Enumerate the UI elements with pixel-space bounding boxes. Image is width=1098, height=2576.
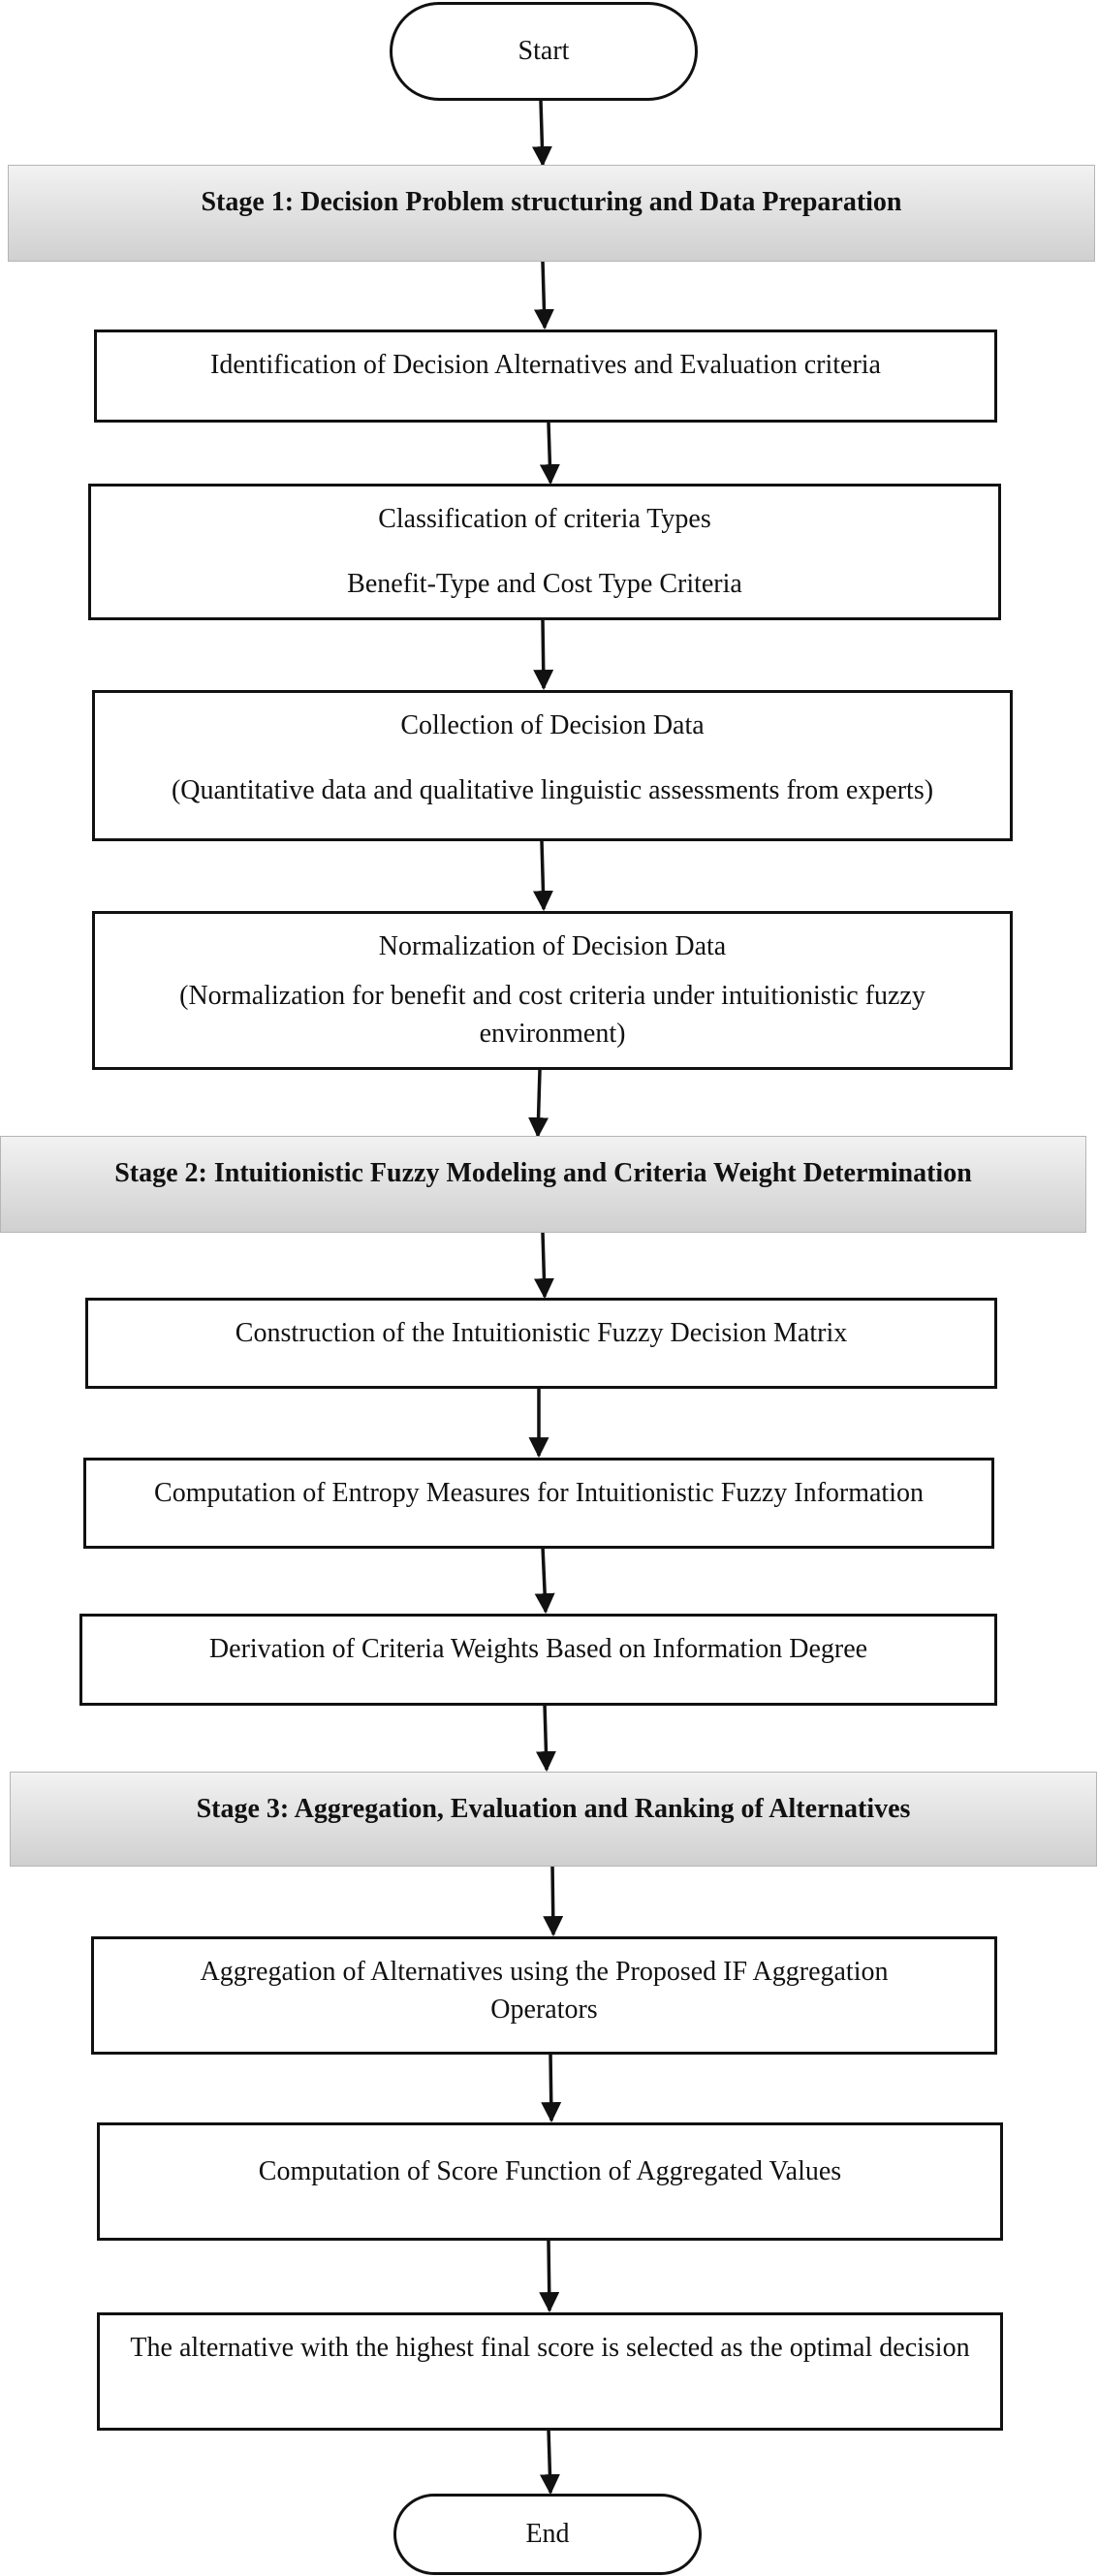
selection-text: The alternative with the highest final s…: [130, 2333, 970, 2363]
collection-subtitle: (Quantitative data and qualitative lingu…: [171, 775, 934, 806]
arrow-selection-to-end: [539, 2428, 560, 2496]
arrow-aggregation-to-score: [541, 2052, 562, 2123]
arrow-collection-to-normalization: [532, 840, 553, 912]
collection-box: Collection of Decision Data (Quantitativ…: [92, 690, 1013, 841]
stage3-header: Stage 3: Aggregation, Evaluation and Ran…: [10, 1772, 1097, 1867]
stage2-title: Stage 2: Intuitionistic Fuzzy Modeling a…: [114, 1158, 972, 1188]
identification-box: Identification of Decision Alternatives …: [94, 330, 997, 423]
end-label: End: [525, 2519, 570, 2550]
score-text: Computation of Score Function of Aggrega…: [258, 2156, 842, 2186]
stage2-header: Stage 2: Intuitionistic Fuzzy Modeling a…: [0, 1136, 1086, 1233]
arrow-stage1-to-identification: [533, 261, 554, 330]
start-terminal: Start: [390, 2, 698, 101]
identification-text: Identification of Decision Alternatives …: [210, 350, 881, 380]
weights-text: Derivation of Criteria Weights Based on …: [208, 1634, 868, 1664]
arrow-classification-to-collection: [533, 619, 554, 691]
weights-box: Derivation of Criteria Weights Based on …: [79, 1614, 997, 1706]
arrow-entropy-to-weights: [534, 1546, 555, 1615]
classification-subtitle: Benefit-Type and Cost Type Criteria: [347, 569, 742, 600]
normalization-box: Normalization of Decision Data (Normaliz…: [92, 911, 1013, 1070]
aggregation-box: Aggregation of Alternatives using the Pr…: [91, 1936, 997, 2055]
collection-title: Collection of Decision Data: [400, 710, 705, 740]
arrow-weights-to-stage3: [535, 1703, 556, 1773]
normalization-title: Normalization of Decision Data: [378, 931, 727, 961]
start-label: Start: [518, 36, 570, 67]
construction-box: Construction of the Intuitionistic Fuzzy…: [85, 1298, 997, 1389]
arrow-stage3-to-aggregation: [543, 1864, 564, 1937]
stage3-title: Stage 3: Aggregation, Evaluation and Ran…: [196, 1794, 911, 1824]
selection-box: The alternative with the highest final s…: [97, 2312, 1003, 2431]
arrow-normalization-to-stage2: [528, 1069, 549, 1139]
end-terminal: End: [393, 2494, 702, 2575]
entropy-text: Computation of Entropy Measures for Intu…: [154, 1478, 924, 1508]
arrow-stage2-to-construction: [533, 1232, 554, 1300]
construction-text: Construction of the Intuitionistic Fuzzy…: [235, 1318, 848, 1348]
normalization-subtitle: (Normalization for benefit and cost crit…: [179, 981, 925, 1050]
stage1-header: Stage 1: Decision Problem structuring an…: [8, 165, 1095, 262]
stage1-title: Stage 1: Decision Problem structuring an…: [201, 187, 902, 217]
score-box: Computation of Score Function of Aggrega…: [97, 2122, 1003, 2241]
entropy-box: Computation of Entropy Measures for Intu…: [83, 1458, 994, 1549]
arrow-identification-to-classification: [539, 422, 560, 486]
classification-title: Classification of criteria Types: [378, 504, 711, 534]
aggregation-text: Aggregation of Alternatives using the Pr…: [200, 1957, 889, 2026]
classification-box: Classification of criteria Types Benefit…: [88, 484, 1001, 620]
arrow-start-to-stage1: [531, 100, 552, 168]
